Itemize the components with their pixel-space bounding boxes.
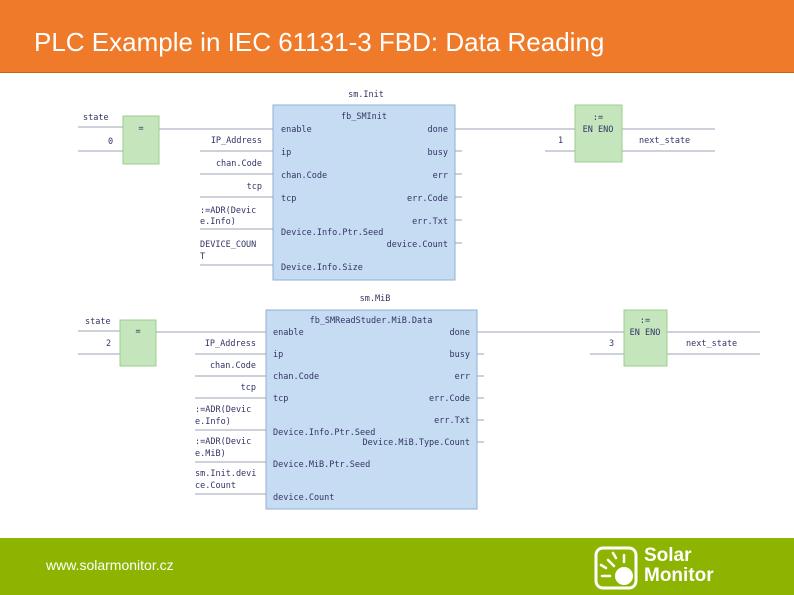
fb2-pin-tcp: tcp (273, 394, 288, 404)
fb2-pin-ip: ip (273, 350, 283, 360)
fb2-input-tcp: tcp (241, 383, 256, 393)
fb1-state-const: 0 (108, 137, 113, 147)
fb2-input-smcount-line2: ce.Count (195, 481, 236, 491)
logo-line-monitor: Monitor (644, 565, 714, 586)
fb2-state-label: state (85, 317, 111, 327)
fb2-assign-const: 3 (609, 339, 614, 349)
fb2-input-ip: IP_Address (205, 339, 256, 349)
fb2-pin-errtxt: err.Txt (434, 416, 470, 426)
fb2-assign-block[interactable] (623, 309, 668, 367)
fb1-assign-op: := (593, 113, 603, 123)
fb2-output-next-state: next_state (686, 339, 737, 349)
sun-icon (594, 546, 638, 590)
fb1-pin-errcode: err.Code (407, 194, 448, 204)
fb2-input-adrinfo-line2: e.Info) (195, 417, 231, 427)
fb1-pin-err: err (433, 171, 448, 181)
fb1-input-count-line2: T (200, 252, 205, 262)
fb2-assign-pins: EN ENO (630, 328, 661, 338)
fb2-pin-devicecount: device.Count (273, 493, 334, 503)
fb1-assign-const: 1 (558, 136, 563, 146)
fb1-block-type: fb_SMInit (341, 112, 387, 122)
fb1-state-label: state (83, 113, 109, 123)
fb1-eq-block[interactable] (122, 115, 160, 165)
fb2-input-adrinfo-line1: :=ADR(Devic (195, 405, 251, 415)
fb2-pin-errcode: err.Code (429, 394, 470, 404)
fb1-input-chancode: chan.Code (216, 159, 262, 169)
fb1-pin-chancode: chan.Code (281, 171, 327, 181)
fb2-pin-enable: enable (273, 328, 304, 338)
fb2-input-smcount-line1: sm.Init.devi (195, 469, 256, 479)
fb2-input-adrmib-line1: :=ADR(Devic (195, 437, 251, 447)
fb2-pin-err: err (455, 372, 470, 382)
fb2-input-chancode: chan.Code (210, 361, 256, 371)
fb1-instance-label: sm.Init (348, 90, 384, 100)
fb1-assign-pins: EN ENO (583, 125, 614, 135)
fb2-pin-chancode: chan.Code (273, 372, 319, 382)
fbd-diagram: sm.Init fb_SMInit state 0 = IP_Address c… (0, 72, 794, 538)
fb2-block-type: fb_SMReadStuder.MiB.Data (310, 316, 433, 326)
fb1-input-adr-line2: e.Info) (200, 217, 236, 227)
fb1-pin-busy: busy (428, 148, 448, 158)
fb2-pin-done: done (450, 328, 470, 338)
fb1-input-ip: IP_Address (211, 136, 262, 146)
fb1-eq-op: = (138, 124, 143, 134)
fb1-assign-block[interactable] (574, 104, 623, 163)
fb2-state-const: 2 (106, 339, 111, 349)
fb1-input-tcp: tcp (247, 182, 262, 192)
fb2-pin-mibtypecount: Device.MiB.Type.Count (363, 438, 470, 448)
fb1-pin-devicecount: device.Count (387, 240, 448, 250)
fb2-function-block[interactable] (265, 309, 478, 510)
slide-header: PLC Example in IEC 61131-3 FBD: Data Rea… (0, 0, 794, 73)
fb2-instance-label: sm.MiB (360, 294, 391, 304)
logo-line-solar: Solar (644, 545, 692, 566)
fb2-assign-op: := (640, 316, 650, 326)
solar-monitor-logo: Solar Monitor (592, 546, 742, 590)
fb1-pin-tcp: tcp (281, 194, 296, 204)
fb2-eq-op: = (135, 327, 140, 337)
fb1-input-count-line1: DEVICE_COUN (200, 240, 256, 250)
slide-footer: www.solarmonitor.cz Solar Monitor (0, 538, 794, 595)
fb2-pin-busy: busy (450, 350, 470, 360)
fb2-pin-mibptr: Device.MiB.Ptr.Seed (273, 460, 370, 470)
fb1-output-next-state: next_state (639, 136, 690, 146)
slide-title: PLC Example in IEC 61131-3 FBD: Data Rea… (34, 27, 605, 57)
fb1-pin-errtxt: err.Txt (412, 217, 448, 227)
fb1-pin-enable: enable (281, 125, 312, 135)
fb1-pin-ip: ip (281, 148, 291, 158)
fb1-function-block[interactable] (272, 104, 456, 281)
fb2-eq-block[interactable] (119, 319, 157, 367)
fb2-pin-infoptr: Device.Info.Ptr.Seed (273, 428, 375, 438)
footer-url[interactable]: www.solarmonitor.cz (46, 557, 174, 573)
fb2-input-adrmib-line2: e.MiB) (195, 449, 226, 459)
fb1-pin-infoptr: Device.Info.Ptr.Seed (281, 228, 383, 238)
fb1-pin-done: done (428, 125, 448, 135)
fb1-input-adr-line1: :=ADR(Devic (200, 206, 256, 216)
fb1-pin-infosize: Device.Info.Size (281, 263, 363, 273)
logo-wordmark: Solar Monitor (644, 546, 714, 586)
